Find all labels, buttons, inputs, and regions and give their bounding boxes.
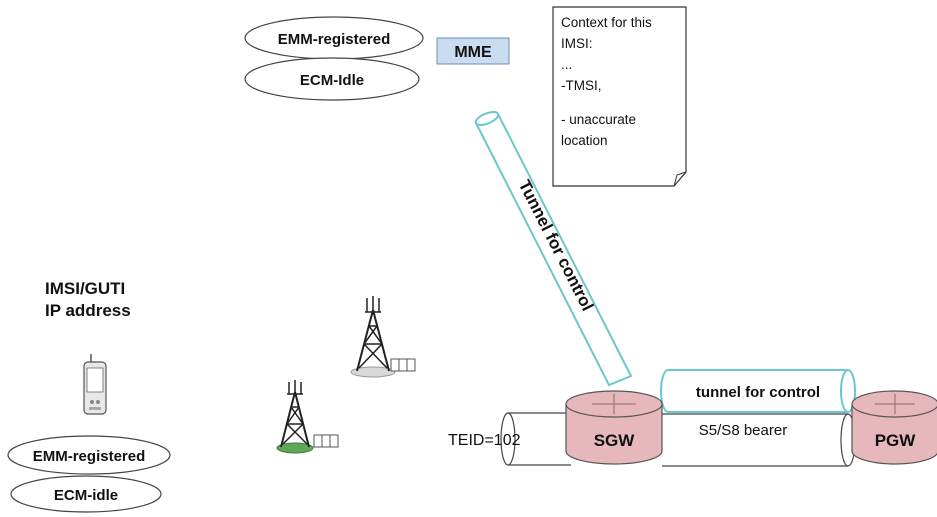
mobile-phone-icon[interactable]	[83, 354, 107, 415]
context-note-shape	[552, 6, 687, 187]
cell-tower-icon[interactable]	[276, 380, 339, 454]
sgw-node[interactable]: SGW	[565, 390, 663, 465]
ue-identity: IMSI/GUTI IP address	[45, 279, 131, 320]
mme-state-group: EMM-registered ECM-Idle	[244, 16, 424, 101]
context-note-line-3: ...	[561, 57, 572, 72]
sgw-pgw-control-tunnel-cap	[840, 369, 856, 413]
teid-tunnel: TEID=102	[448, 412, 571, 466]
ue-emm-state-label: EMM-registered	[33, 448, 146, 465]
context-note-line-5: - unaccurate	[561, 112, 636, 127]
context-note-line-6: location	[561, 133, 608, 148]
s5s8-bearer-label: S5/S8 bearer	[699, 422, 787, 439]
mme-sgw-tunnel-label: Tunnel for control	[515, 177, 597, 314]
sgw-pgw-control-tunnel-label: tunnel for control	[696, 384, 820, 401]
mme-emm-state-label: EMM-registered	[278, 31, 391, 48]
pgw-router-body[interactable]	[851, 404, 937, 465]
ue-identity-line-1: IMSI/GUTI	[45, 279, 125, 298]
pgw-node[interactable]: PGW	[851, 390, 937, 465]
context-note-fold	[673, 171, 687, 187]
cell-tower-icon[interactable]	[350, 296, 416, 378]
sgw-pgw-control-tunnel: tunnel for control	[660, 369, 856, 413]
ue-state-group: EMM-registered ECM-idle	[7, 435, 171, 513]
mme-sgw-tunnel-top-cap	[474, 111, 500, 126]
teid-tunnel-cap	[500, 412, 516, 466]
sgw-router-body[interactable]	[565, 404, 663, 465]
ue-emm-state-ellipse	[7, 435, 171, 475]
teid-tunnel-body	[508, 412, 571, 466]
sgw-label: SGW	[594, 431, 636, 450]
context-note-line-1: Context for this	[561, 15, 652, 30]
mme-node[interactable]: MME	[436, 37, 510, 65]
sgw-pgw-control-tunnel-body	[668, 370, 848, 412]
ue-identity-line-2: IP address	[45, 301, 131, 320]
teid-label: TEID=102	[448, 432, 521, 449]
context-note: Context for this IMSI: ... -TMSI, - unac…	[552, 6, 687, 187]
mme-ecm-state-ellipse	[244, 57, 420, 101]
pgw-label: PGW	[875, 431, 917, 450]
ue-ecm-state-ellipse	[10, 475, 162, 513]
s5s8-bearer: S5/S8 bearer	[662, 413, 856, 467]
context-note-line-2: IMSI:	[561, 36, 593, 51]
mme-ecm-state-label: ECM-Idle	[300, 72, 364, 89]
mme-box[interactable]	[436, 37, 510, 65]
ue-ecm-state-label: ECM-idle	[54, 487, 118, 504]
mme-label: MME	[454, 44, 492, 61]
context-note-line-4: -TMSI,	[561, 78, 602, 93]
